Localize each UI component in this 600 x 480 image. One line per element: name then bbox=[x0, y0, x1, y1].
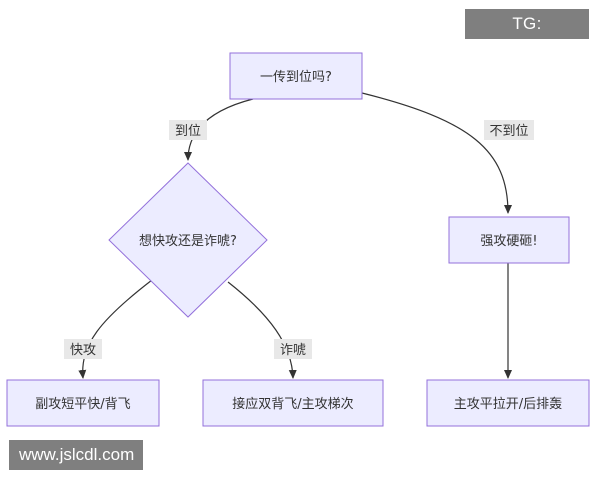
edge-decision-to-bluff bbox=[227, 281, 297, 379]
edge-label-to-hard: 不到位 bbox=[484, 120, 534, 140]
edge-label-to-quick: 快攻 bbox=[64, 339, 102, 359]
edge-label-to-bluff: 诈唬 bbox=[274, 339, 312, 359]
edge-label-text: 快攻 bbox=[70, 343, 96, 358]
node-quick: 副攻短平快/背飞 bbox=[6, 379, 160, 427]
edge-label-text: 诈唬 bbox=[280, 343, 306, 358]
node-start: 一传到位吗? bbox=[229, 52, 363, 100]
edge-start-to-hard bbox=[361, 92, 512, 214]
node-main: 主攻平拉开/后排轰 bbox=[426, 379, 590, 427]
node-main-label: 主攻平拉开/后排轰 bbox=[454, 396, 562, 412]
watermark-bottom: www.jslcdl.com bbox=[9, 440, 143, 470]
node-hard-label: 强攻硬砸! bbox=[480, 234, 537, 249]
edge-label-text: 不到位 bbox=[489, 124, 528, 139]
node-quick-label: 副攻短平快/背飞 bbox=[35, 397, 130, 412]
node-start-label: 一传到位吗? bbox=[260, 70, 332, 85]
node-decision-label: 想快攻还是诈唬? bbox=[139, 233, 237, 249]
watermark-top: TG: MYYJJPP bbox=[465, 9, 589, 63]
edge-label-text: 到位 bbox=[175, 124, 201, 139]
edge-decision-to-quick bbox=[78, 279, 153, 379]
node-bluff-label: 接应双背飞/主攻梯次 bbox=[232, 396, 353, 412]
node-bluff: 接应双背飞/主攻梯次 bbox=[202, 379, 384, 427]
node-hard: 强攻硬砸! bbox=[448, 216, 570, 264]
edge-label-to-decision: 到位 bbox=[169, 120, 207, 140]
node-decision: 想快攻还是诈唬? bbox=[108, 162, 268, 318]
